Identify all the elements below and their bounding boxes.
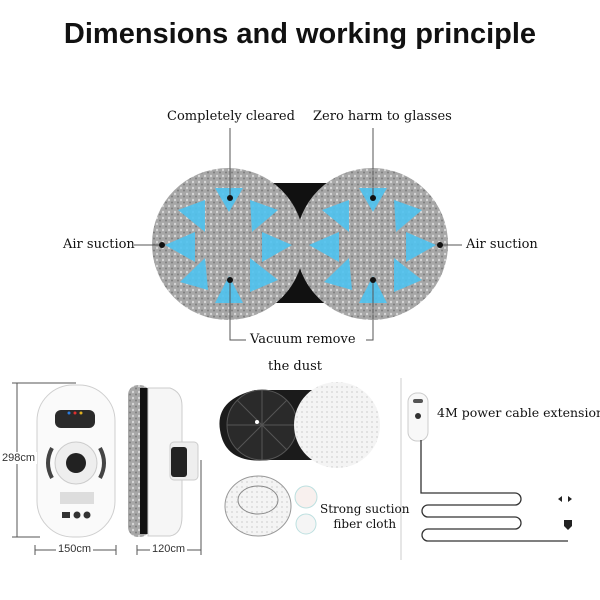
leader-lines xyxy=(134,128,462,341)
suction-arrows xyxy=(165,188,436,303)
label-vacuum-remove: Vacuum remove xyxy=(250,332,356,347)
label-completely-cleared: Completely cleared xyxy=(167,109,295,124)
dimension-width: 150cm xyxy=(56,543,94,555)
power-cable-diagram xyxy=(407,392,572,542)
plug-icon xyxy=(564,520,572,530)
dimension-height: 298cm xyxy=(0,452,38,464)
robot-side-view xyxy=(128,385,202,555)
dimension-depth: 120cm xyxy=(150,543,188,555)
label-zero-harm: Zero harm to glasses xyxy=(313,109,452,124)
fiber-cloth-line1: Strong suction xyxy=(320,502,410,516)
fiber-cloth-label: Strong suction fiber cloth xyxy=(320,502,409,532)
robot-front-view xyxy=(12,382,117,555)
power-cable-label: 4M power cable extension xyxy=(437,405,600,420)
label-the-dust: the dust xyxy=(268,359,323,374)
label-air-suction-right: Air suction xyxy=(466,237,538,252)
brush-and-pad xyxy=(219,382,380,537)
cleaning-pads-diagram xyxy=(134,128,462,341)
page-title: Dimensions and working principle xyxy=(63,18,537,50)
fiber-cloth-line2: fiber cloth xyxy=(333,517,397,531)
label-air-suction-left: Air suction xyxy=(63,237,135,252)
